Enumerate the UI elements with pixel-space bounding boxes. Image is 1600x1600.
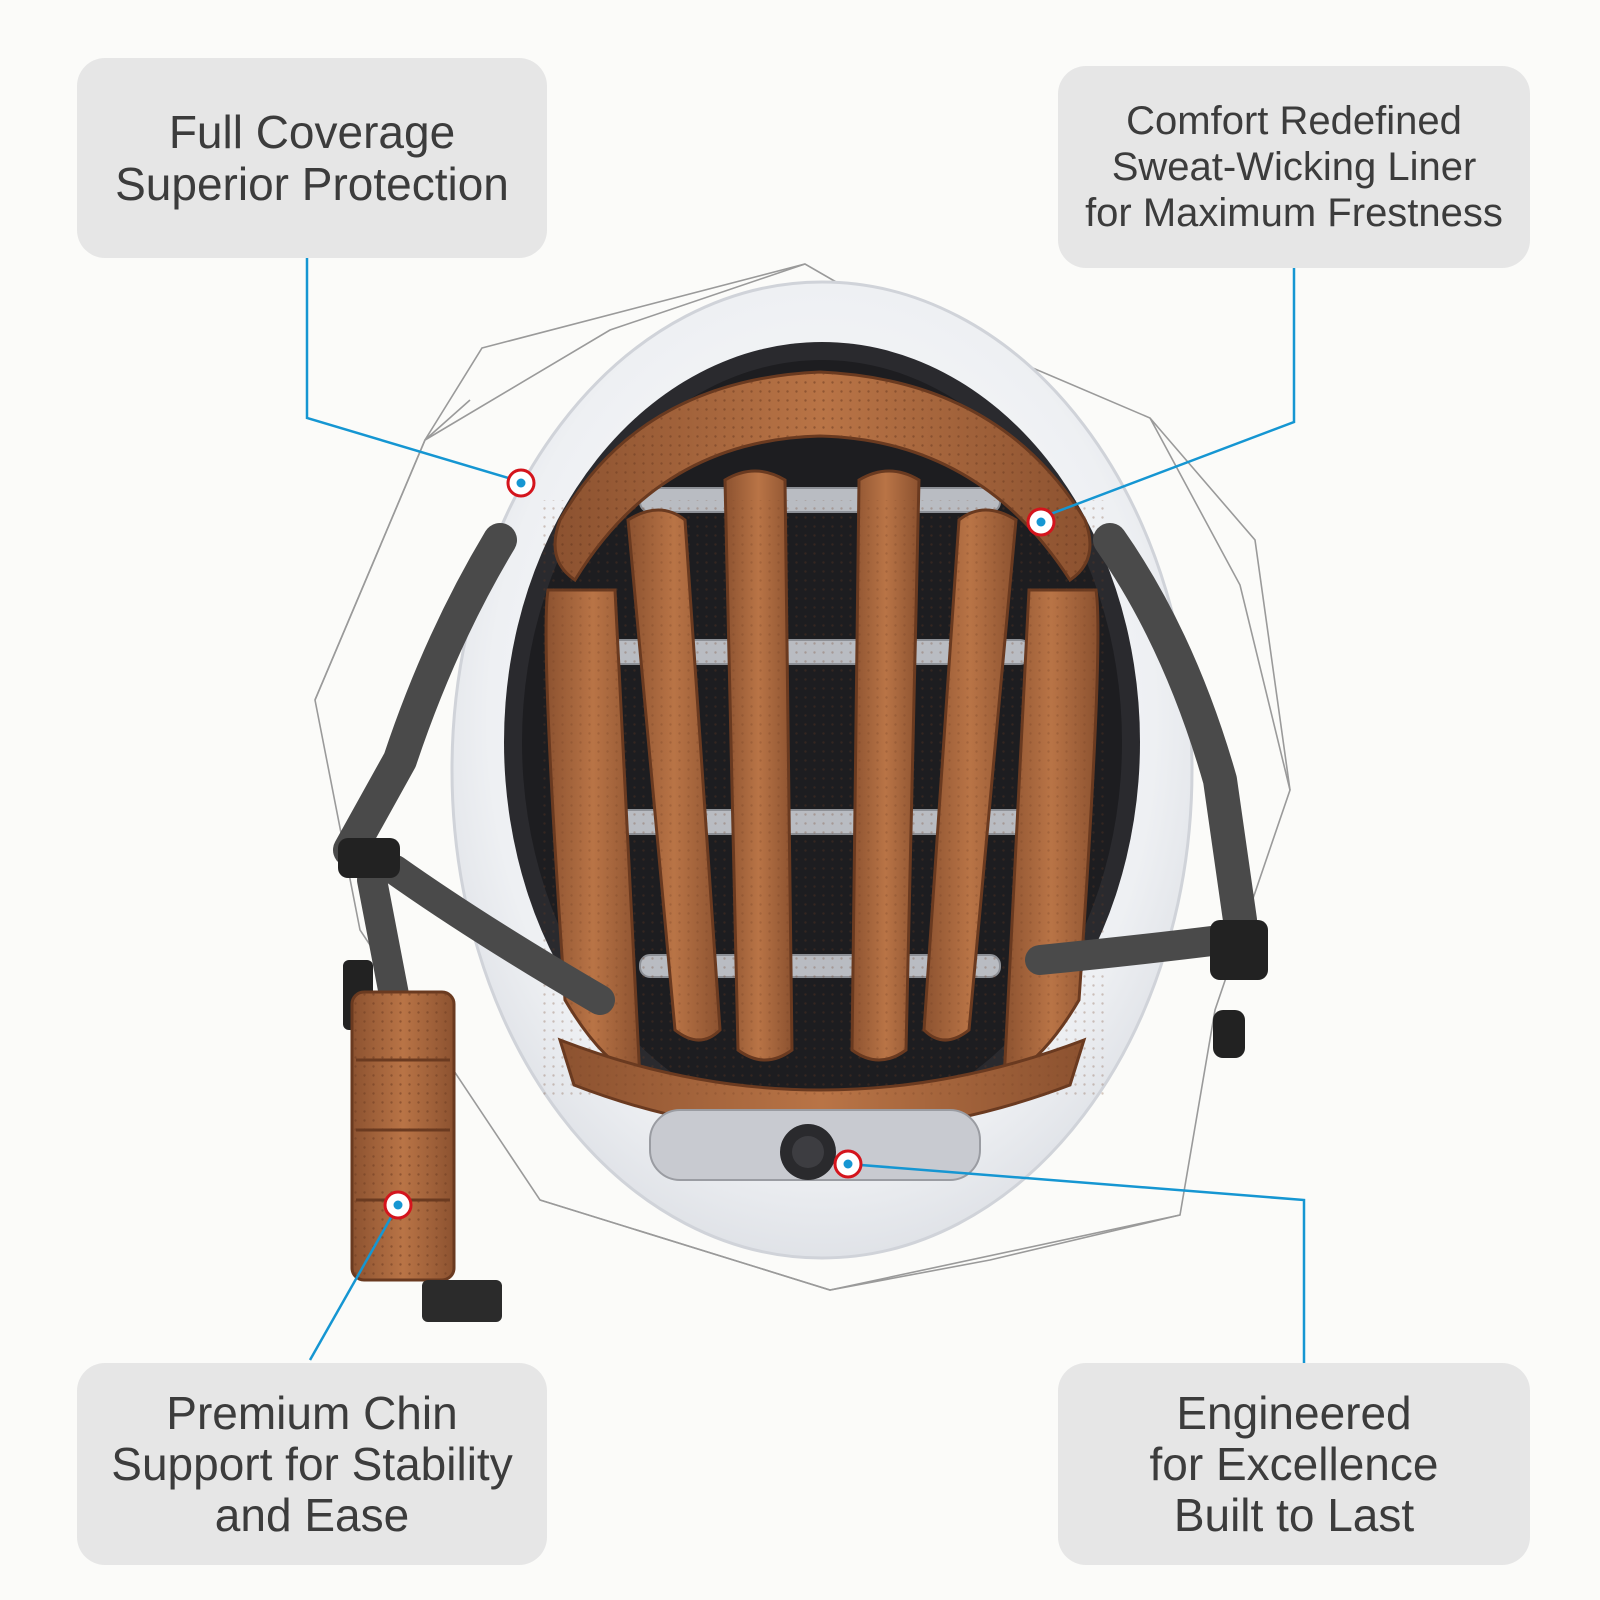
callout-engineered-line1: Engineered (1176, 1386, 1412, 1439)
callout-engineered-line2: for Excellence (1149, 1437, 1439, 1490)
target-marker-icon (506, 468, 536, 498)
callout-engineered-line3: Built to Last (1173, 1488, 1415, 1541)
callout-full-coverage: Full Coverage Superior Protection (77, 58, 547, 258)
callout-chin-support: Premium Chin Support for Stability and E… (77, 1363, 547, 1565)
chin-pad (350, 990, 502, 1322)
leader-comfort (1039, 268, 1296, 520)
callout-comfort-line2: Sweat-Wicking Liner (1111, 145, 1477, 189)
target-marker-icon (383, 1190, 413, 1220)
fit-dial (649, 1109, 981, 1181)
leader-lines (305, 258, 1306, 1363)
callout-comfort-line1: Comfort Redefined (1126, 99, 1462, 143)
callout-chin-support-line3: and Ease (214, 1488, 410, 1541)
callout-comfort-line3: for Maximum Frestness (1085, 191, 1503, 235)
callout-engineered: Engineered for Excellence Built to Last (1058, 1363, 1530, 1565)
helmet-straps (333, 523, 1257, 1015)
callout-chin-support-line2: Support for Stability (111, 1437, 513, 1490)
callout-full-coverage-line1: Full Coverage (168, 106, 456, 158)
target-marker-icon (1026, 507, 1056, 537)
target-marker-icon (833, 1149, 863, 1179)
callout-full-coverage-line2: Superior Protection (115, 158, 509, 210)
callout-chin-support-line1: Premium Chin (166, 1386, 458, 1439)
leader-engineered (847, 1162, 1306, 1363)
callout-comfort: Comfort Redefined Sweat-Wicking Liner fo… (1058, 66, 1530, 268)
target-markers (383, 468, 1056, 1220)
leader-chin-support (308, 1204, 400, 1361)
leader-full-coverage (305, 258, 516, 482)
